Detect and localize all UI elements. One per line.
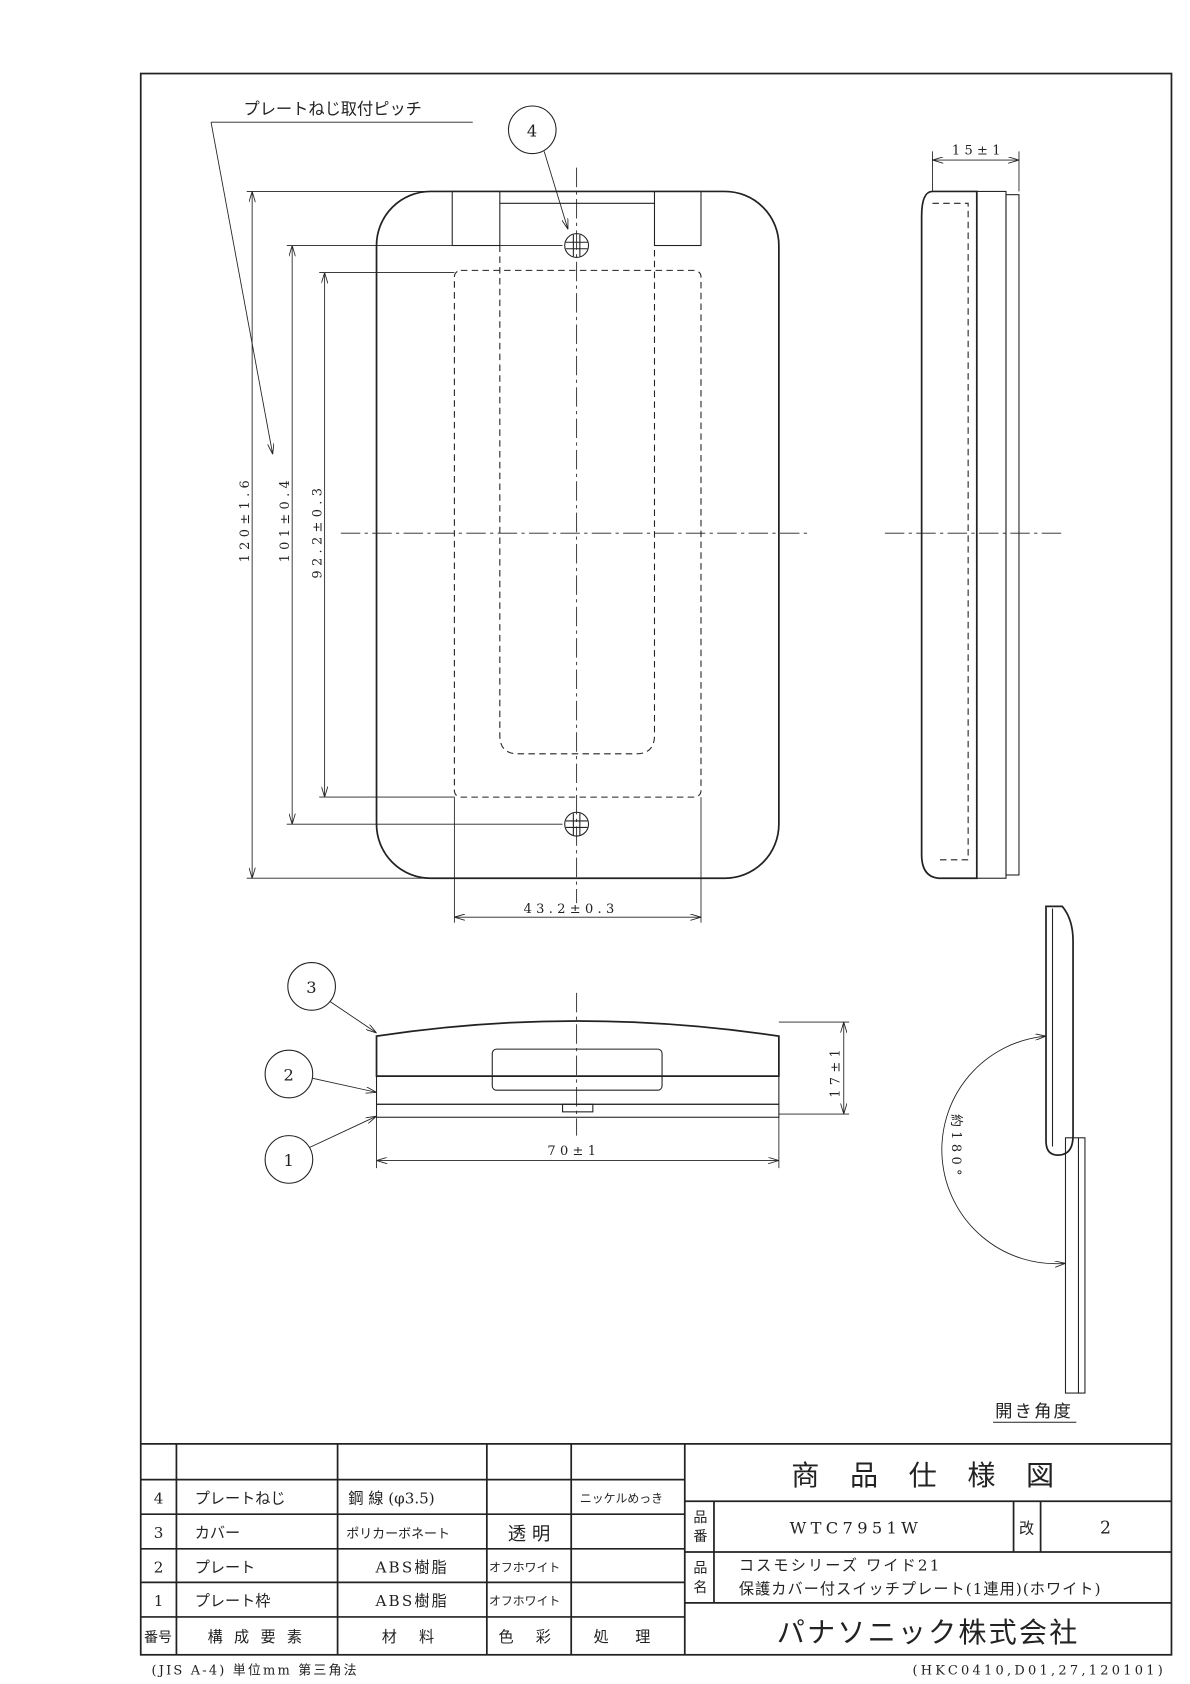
footer-right: (HKC0410,D01,27,120101) [912, 1663, 1166, 1678]
row-no: 2 [154, 1559, 164, 1577]
row-no: 4 [154, 1489, 164, 1507]
title-block: 商 品 仕 様 図 品番 WTC7951W 改 2 品名 コスモシリーズ ワイド… [684, 1459, 1172, 1649]
row-no: 1 [154, 1592, 164, 1610]
drawing-frame [139, 72, 1173, 1656]
revision-number: 2 [1100, 1519, 1111, 1539]
company-name: パナソニック株式会社 [777, 1616, 1080, 1649]
row-color: オフホワイト [489, 1594, 560, 1608]
dim-inner-height: 92.2±0.3 [310, 484, 325, 579]
balloon-2: 2 [284, 1065, 294, 1084]
balloon-4: 4 [527, 121, 537, 140]
footer-left: (JIS A-4) 単位mm 第三角法 [152, 1662, 359, 1678]
header-material: 材 料 [382, 1628, 443, 1646]
header-component: 構 成 要 素 [208, 1628, 306, 1646]
open-angle-view: 約180° 開き角度 [941, 905, 1086, 1423]
side-view: 15±1 [884, 144, 1066, 880]
balloon-1: 1 [284, 1151, 294, 1170]
row-material: ABS樹脂 [374, 1592, 448, 1610]
product-name-line1: コスモシリーズ ワイド21 [739, 1556, 942, 1574]
angle-label: 約180° [948, 1114, 963, 1180]
header-color: 色 彩 [499, 1628, 560, 1646]
screw-icon [564, 233, 590, 258]
dim-depth: 15±1 [952, 144, 1005, 159]
row-material: ポリカーボネート [346, 1527, 450, 1542]
screw-icon [564, 811, 590, 837]
header-no: 番号 [144, 1630, 172, 1646]
part-no-label: 品番 [693, 1510, 707, 1545]
row-no: 3 [154, 1524, 164, 1542]
header-finish: 処 理 [594, 1628, 662, 1646]
drawing-title: 商 品 仕 様 図 [791, 1459, 1065, 1492]
row-name: プレート枠 [195, 1592, 271, 1610]
dim-width: 70±1 [547, 1144, 600, 1159]
row-name: プレート [195, 1559, 256, 1577]
dim-inner-width: 43.2±0.3 [524, 902, 619, 917]
pitch-label: プレートねじ取付ピッチ [243, 100, 421, 119]
row-material: ABS樹脂 [374, 1559, 448, 1577]
dim-pitch: 101±0.4 [278, 476, 293, 563]
revision-label: 改 [1019, 1520, 1034, 1538]
row-name: プレートねじ [195, 1489, 286, 1507]
dim-height: 120±1.6 [238, 476, 253, 563]
row-material: 鋼 線 (φ3.5) [348, 1489, 434, 1507]
product-name-line2: 保護カバー付スイッチプレート(1連用)(ホワイト) [739, 1580, 1102, 1598]
row-color: オフホワイト [489, 1561, 560, 1575]
product-name-label: 品名 [693, 1561, 707, 1596]
front-view: 120±1.6 101±0.4 92.2±0.3 43.2±0.3 プレートねじ… [210, 100, 812, 923]
open-angle-label: 開き角度 [995, 1402, 1073, 1422]
row-color: 透 明 [508, 1524, 551, 1545]
parts-table: 4 プレートねじ 鋼 線 (φ3.5) ニッケルめっき 3 カバー ポリカーボネ… [140, 1443, 1172, 1655]
row-finish: ニッケルめっき [580, 1491, 663, 1505]
part-number: WTC7951W [790, 1519, 922, 1538]
bottom-view: 17±1 70±1 3 2 1 [264, 962, 850, 1184]
balloon-3: 3 [306, 978, 316, 997]
dim-thickness: 17±1 [828, 1045, 843, 1098]
row-name: カバー [195, 1524, 240, 1542]
